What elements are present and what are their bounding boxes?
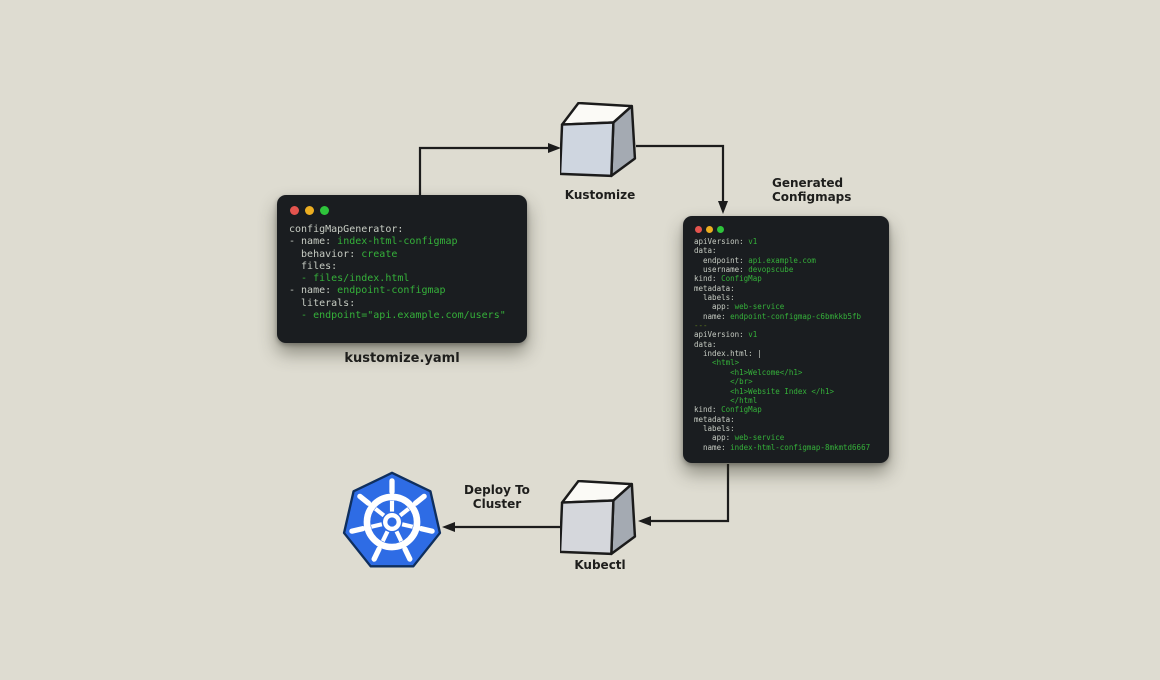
close-dot-icon xyxy=(290,206,299,215)
generated-configmaps-label: Generated Configmaps xyxy=(772,176,851,204)
deploy-label-line2: Cluster xyxy=(472,497,522,511)
deploy-to-cluster-label: Deploy To Cluster xyxy=(452,483,542,511)
maximize-dot-icon xyxy=(320,206,329,215)
kustomize-yaml-code: configMapGenerator:- name: index-html-co… xyxy=(289,224,506,322)
kustomize-yaml-window: configMapGenerator:- name: index-html-co… xyxy=(277,195,527,343)
close-dot-icon xyxy=(695,226,702,233)
k8s-helm-wheel xyxy=(349,478,435,562)
window-titlebar xyxy=(277,195,527,215)
generated-configmaps-label-line1: Generated xyxy=(772,176,844,190)
arrow-yaml-to-kustomize xyxy=(418,143,561,196)
kustomize-yaml-caption: kustomize.yaml xyxy=(344,351,460,366)
minimize-dot-icon xyxy=(305,206,314,215)
arrow-configmaps-to-kubectl xyxy=(638,464,730,526)
window-titlebar xyxy=(683,216,889,233)
deploy-label-line1: Deploy To xyxy=(464,483,530,497)
k8s-heptagon xyxy=(342,471,442,568)
minimize-dot-icon xyxy=(706,226,713,233)
kubernetes-logo-icon xyxy=(342,471,442,568)
kustomize-cube-icon xyxy=(560,102,637,178)
maximize-dot-icon xyxy=(717,226,724,233)
kubectl-cube-icon xyxy=(560,480,637,556)
kubectl-node-label: Kubectl xyxy=(574,558,626,572)
kustomize-node-label: Kustomize xyxy=(564,188,636,202)
generated-configmaps-label-line2: Configmaps xyxy=(772,190,852,204)
